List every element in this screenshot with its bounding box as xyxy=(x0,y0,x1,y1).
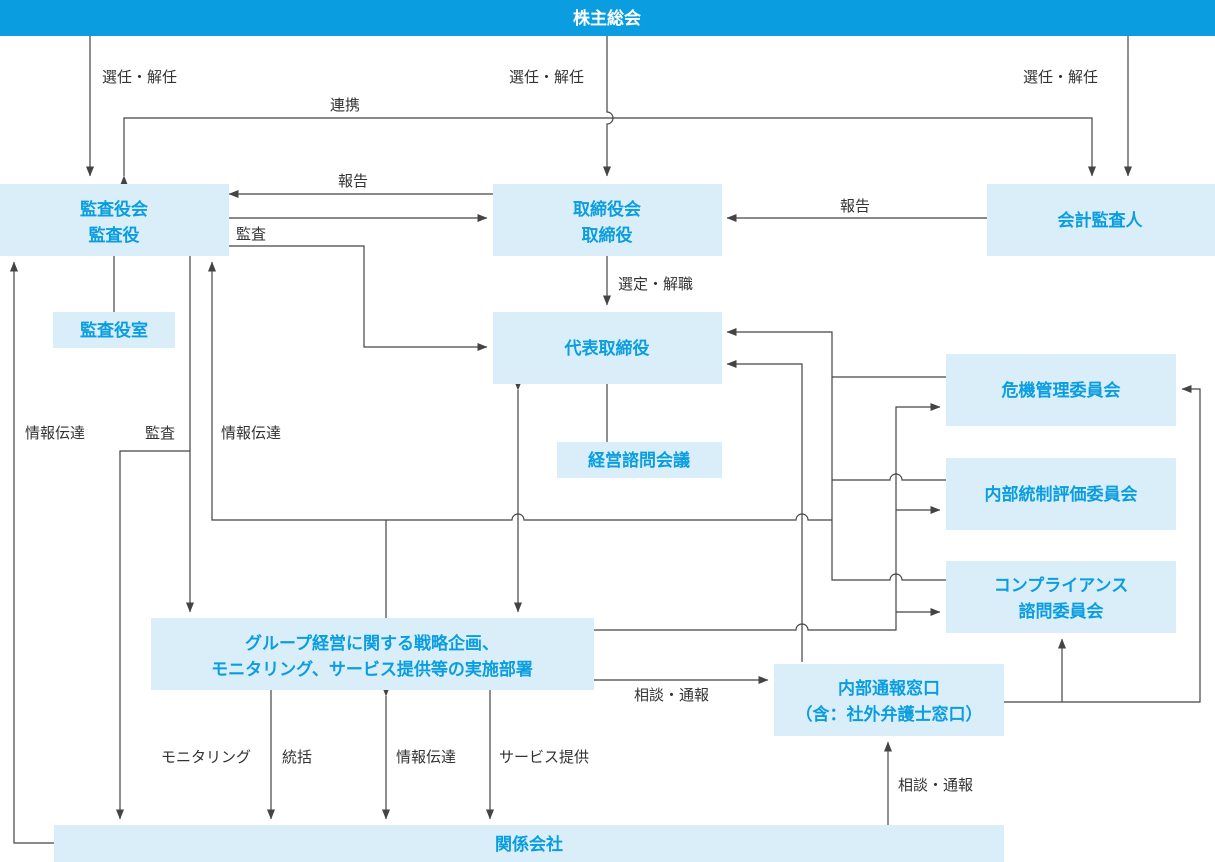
arrow-whistle-risk xyxy=(1004,385,1201,703)
label-elect-audit: 選任・解任 xyxy=(102,68,177,86)
compliance-line1: コンプライアンス xyxy=(994,575,1128,596)
audit-board-line2: 監査役 xyxy=(89,225,140,246)
edge-labels: 選任・解任 選任・解任 選任・解任 連携 報告 報告 監査 選定・解職 情報伝達… xyxy=(25,68,1098,794)
audit-office-node: 監査役室 xyxy=(53,312,175,348)
label-service: サービス提供 xyxy=(499,748,589,766)
arrow-elect-board xyxy=(603,36,614,177)
icfr-committee-title: 内部統制評価委員会 xyxy=(985,484,1138,505)
icfr-committee-node: 内部統制評価委員会 xyxy=(946,458,1176,530)
auditor-node: 会計監査人 xyxy=(987,184,1215,256)
label-consult-affiliates: 相談・通報 xyxy=(898,776,973,794)
strategy-dept-node: グループ経営に関する戦略企画、 モニタリング、サービス提供等の実施部署 xyxy=(151,618,594,690)
label-audit-ceo: 監査 xyxy=(236,225,266,243)
advisory-title: 経営諮問会議 xyxy=(588,450,690,471)
whistleblower-node: 内部通報窓口 （含：社外弁護士窓口） xyxy=(774,664,1004,736)
arrow-committees-ceo xyxy=(726,328,946,378)
advisory-node: 経営諮問会議 xyxy=(557,442,722,478)
label-report-board: 報告 xyxy=(338,172,368,190)
arrow-info-affiliates-audit xyxy=(10,261,54,844)
label-consult-strategy: 相談・通報 xyxy=(634,686,709,704)
line-committee-bus xyxy=(831,377,946,581)
risk-committee-title: 危機管理委員会 xyxy=(1001,380,1121,401)
arrow-audit-affiliates xyxy=(116,450,190,820)
label-audit-affiliates: 監査 xyxy=(145,424,175,442)
audit-board-line1: 監査役会 xyxy=(80,199,148,220)
arrow-audit-ceo xyxy=(229,245,488,351)
arrow-whistle-ceo xyxy=(726,360,803,662)
audit-office-title: 監査役室 xyxy=(80,320,148,341)
whistleblower-line2: （含：社外弁護士窓口） xyxy=(796,704,983,725)
audit-board-node: 監査役会 監査役 xyxy=(0,184,229,256)
whistleblower-line1: 内部通報窓口 xyxy=(838,678,940,699)
line-icfr-bus xyxy=(832,473,946,481)
affiliates-node: 関係会社 xyxy=(54,825,1004,862)
ceo-title: 代表取締役 xyxy=(564,338,650,359)
board-line2: 取締役 xyxy=(582,225,633,246)
compliance-committee-node: コンプライアンス 諮問委員会 xyxy=(946,561,1176,633)
connectors xyxy=(10,36,1201,844)
label-control: 統括 xyxy=(282,748,312,766)
arrow-info-to-audit xyxy=(208,261,832,521)
label-elect-auditor: 選任・解任 xyxy=(1023,68,1098,86)
ceo-node: 代表取締役 xyxy=(493,312,722,384)
auditor-title: 会計監査人 xyxy=(1058,210,1144,231)
board-line1: 取締役会 xyxy=(573,199,641,220)
label-info-mid: 情報伝達 xyxy=(221,424,281,442)
compliance-line2: 諮問委員会 xyxy=(1019,601,1104,622)
affiliates-title: 関係会社 xyxy=(495,834,563,855)
shareholders-title: 株主総会 xyxy=(573,8,641,29)
label-appoint: 選定・解職 xyxy=(618,275,693,293)
label-elect-board: 選任・解任 xyxy=(509,68,584,86)
label-info-affiliates: 情報伝達 xyxy=(396,748,456,766)
risk-committee-node: 危機管理委員会 xyxy=(946,354,1176,426)
board-node: 取締役会 取締役 xyxy=(493,184,722,256)
label-report-auditor: 報告 xyxy=(840,197,870,215)
arrow-strategy-committees xyxy=(594,403,941,631)
shareholders-node: 株主総会 xyxy=(0,0,1215,36)
arrow-cooperation xyxy=(120,117,1096,186)
strategy-line1: グループ経営に関する戦略企画、 xyxy=(245,633,499,654)
label-monitoring: モニタリング xyxy=(161,748,251,766)
label-cooperation: 連携 xyxy=(330,96,360,114)
label-info-left: 情報伝達 xyxy=(25,424,85,442)
strategy-line2: モニタリング、サービス提供等の実施部署 xyxy=(211,659,533,680)
